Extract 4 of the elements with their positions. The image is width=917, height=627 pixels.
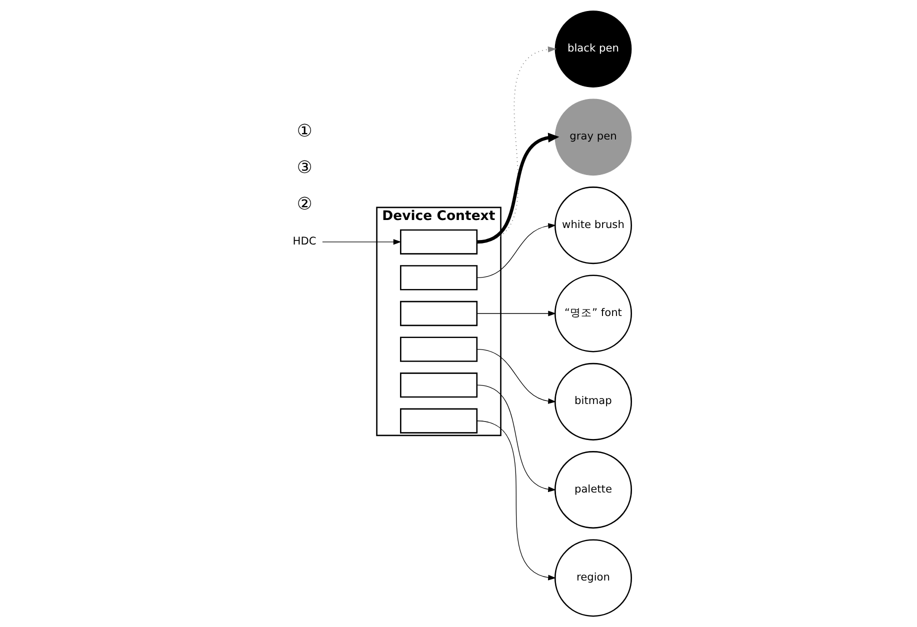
label: ① xyxy=(296,122,312,142)
label: ③ xyxy=(296,158,312,178)
label: ② xyxy=(296,194,312,215)
node-text: HDC xyxy=(292,235,316,248)
